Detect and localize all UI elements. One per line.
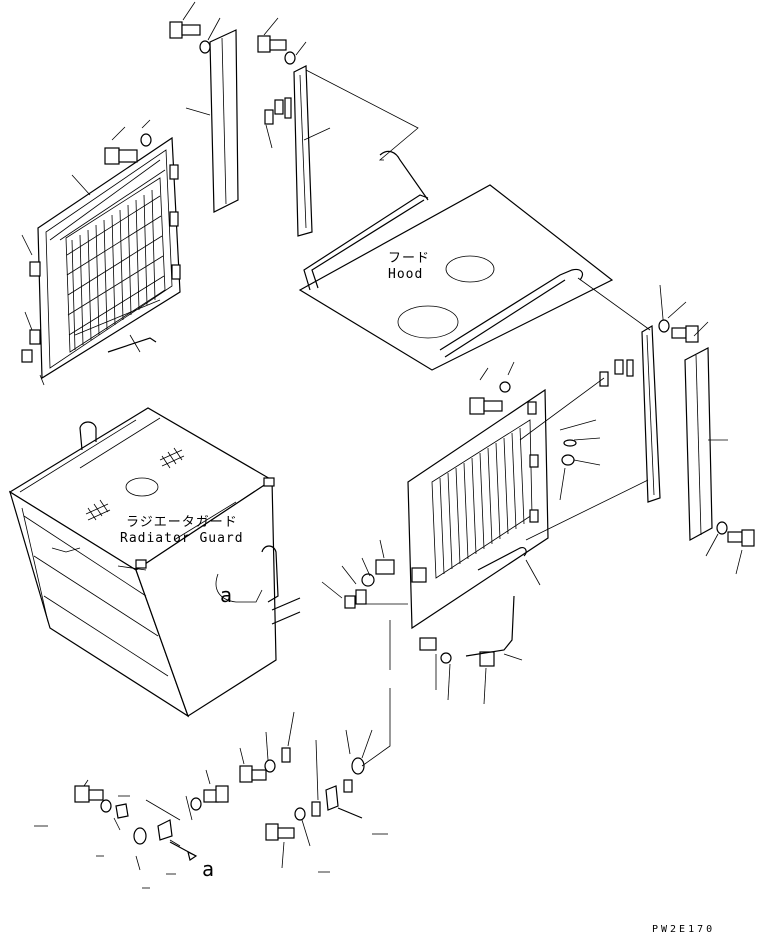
- hood-label-en: Hood: [388, 267, 423, 282]
- bolt-right-door: [469, 359, 634, 501]
- drawing-code: PW2E170: [652, 924, 715, 934]
- bolt-top-center: [257, 17, 307, 65]
- bolt-top-right: [658, 301, 709, 343]
- radiator-guard-label-en: Radiator Guard: [120, 531, 244, 546]
- bottom-bolt-set-right: [265, 688, 391, 873]
- latch-hardware-right-door: [389, 595, 523, 705]
- left-side-rail: [185, 29, 239, 213]
- leader-line-hood: [305, 69, 419, 161]
- detail-arrow-a: a: [202, 857, 214, 881]
- bolt-top-left: [169, 1, 221, 54]
- hood-label-jp: フード: [388, 251, 430, 266]
- hinge-hardware-mid: [321, 539, 408, 609]
- bottom-bolt-set-center: [185, 711, 295, 821]
- bolt-left-door: [21, 119, 152, 353]
- detail-marker-a: a: [220, 583, 232, 607]
- right-bracket-rail: [641, 284, 728, 541]
- left-door-panel: [21, 136, 181, 386]
- grid-mark-upper: [159, 447, 185, 469]
- center-bracket-rail: [264, 65, 331, 237]
- radiator-guard-assembly: a ラジエータガード Radiator Guard: [8, 407, 301, 718]
- radiator-guard-label-jp: ラジエータガード: [126, 515, 238, 530]
- grid-mark-lower: [85, 499, 111, 521]
- leader-line-right: [577, 277, 651, 331]
- bottom-bolt-set-left: a: [34, 779, 214, 889]
- right-door-panel: [407, 388, 549, 630]
- bolt-bottom-right: [705, 521, 755, 575]
- hood-panel: フード Hood: [298, 150, 614, 371]
